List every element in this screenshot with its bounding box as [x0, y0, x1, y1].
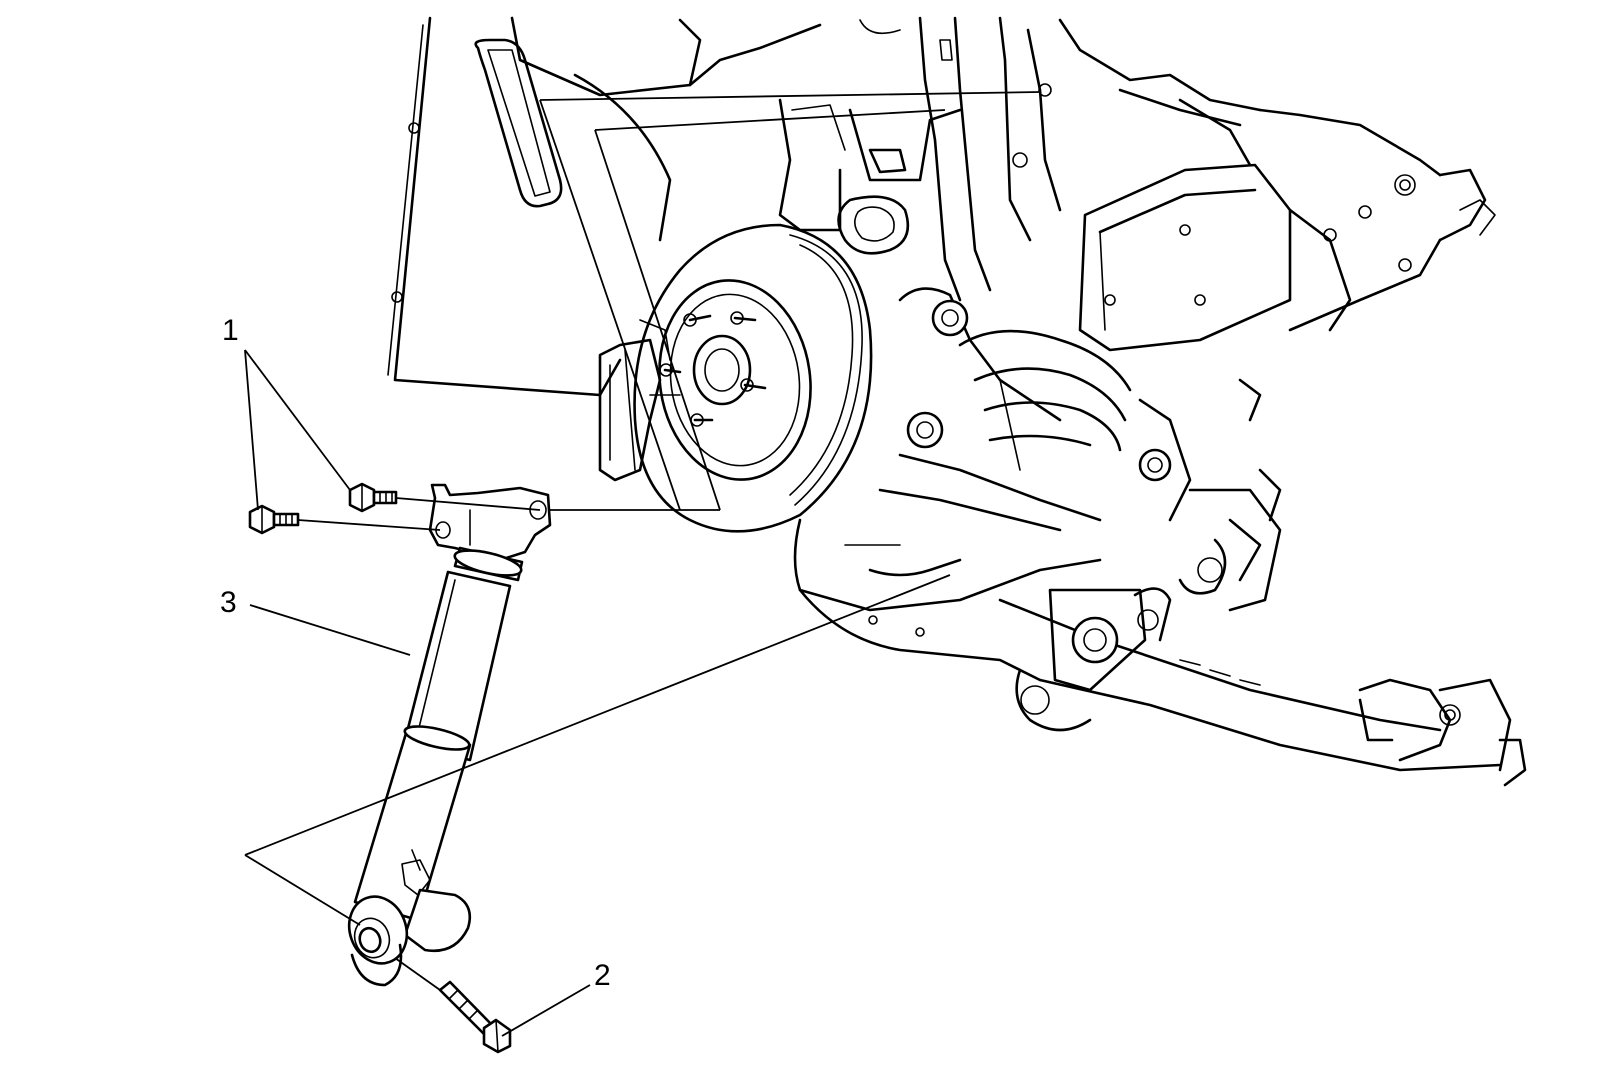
brake-rotor — [598, 223, 873, 533]
rear-cradle — [793, 518, 1527, 787]
lower-bolt — [438, 980, 512, 1054]
body-structure — [387, 16, 1496, 397]
upper-bolt-a — [348, 482, 398, 513]
alignment-lines — [244, 91, 1041, 1037]
callout-1: 1 — [222, 314, 239, 347]
callout-2: 2 — [594, 959, 611, 992]
callout-3: 3 — [220, 586, 237, 619]
suspension-knuckle — [878, 287, 1282, 612]
upper-bolt-b — [248, 504, 300, 535]
shock-upper-bracket — [428, 483, 552, 562]
shock-absorber — [347, 546, 524, 987]
